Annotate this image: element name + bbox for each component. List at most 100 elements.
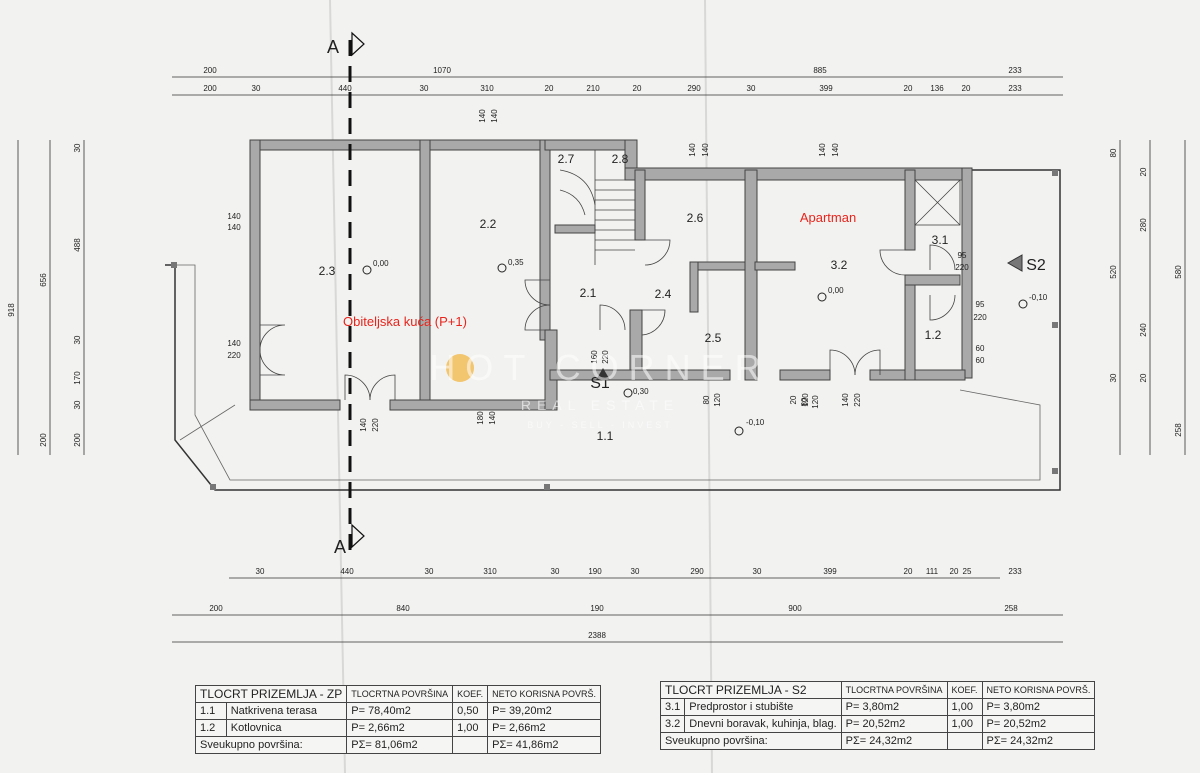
dimension-label: 520 — [1109, 265, 1118, 279]
dimension-label: 580 — [1174, 265, 1183, 279]
dimension-label: 656 — [39, 273, 48, 287]
dimension-label: 200 — [209, 604, 223, 613]
section-mark: A — [327, 37, 339, 57]
watermark-tagline: BUY - SELL - INVEST — [527, 420, 673, 430]
row-num: 3.1 — [659, 698, 686, 716]
walls — [249, 139, 973, 411]
dimension-label: 25 — [963, 567, 972, 576]
row-koef: 1,00 — [452, 719, 489, 737]
dimension-label: 30 — [753, 567, 762, 576]
row-num: 1.2 — [195, 719, 227, 737]
dimension-label: 290 — [690, 567, 704, 576]
area-table-s2: TLOCRT PRIZEMLJA - S2 TLOCRTNA POVRŠINA … — [659, 681, 1096, 750]
dimension-label: 2388 — [588, 631, 606, 640]
total-area: PΣ= 24,32m2 — [840, 732, 948, 750]
level-label: -0,10 — [1029, 293, 1048, 302]
section-arrow-top — [351, 31, 365, 57]
dimension-label: 170 — [73, 371, 82, 385]
dimension-label: 900 — [788, 604, 802, 613]
opening-dimension: 220 — [853, 393, 862, 407]
total-label: Sveukupno površina: — [660, 732, 842, 750]
section-arrow-bottom — [351, 523, 365, 549]
watermark-sun-icon — [446, 354, 474, 382]
table-row: 3.2 Dnevni boravak, kuhinja, blag. P= 20… — [659, 715, 1096, 733]
opening-dimension: 95 — [958, 251, 967, 260]
row-net: P= 20,52m2 — [981, 715, 1096, 733]
opening-dimension: 220 — [973, 313, 987, 322]
dimension-label: 20 — [633, 84, 642, 93]
dimension-label: 280 — [1139, 218, 1148, 232]
dimension-label: 310 — [483, 567, 497, 576]
dimension-label: 111 — [926, 567, 939, 576]
dimension-label: 200 — [203, 66, 217, 75]
table-title: TLOCRT PRIZEMLJA - S2 — [660, 681, 842, 699]
row-net: P= 3,80m2 — [981, 698, 1096, 716]
watermark-brand: HOT CORNER — [429, 347, 770, 388]
dimension-label: 233 — [1008, 84, 1022, 93]
doors — [259, 239, 956, 401]
level-markers — [362, 263, 1028, 436]
opening-dimension: 140 — [701, 143, 710, 157]
opening-dimension: 220 — [601, 350, 610, 364]
opening-dimension: 120 — [713, 393, 722, 407]
opening-dimension: 140 — [488, 411, 497, 425]
total-label: Sveukupno površina: — [194, 736, 348, 754]
opening-dimension: 140 — [227, 223, 241, 232]
opening-dimension: 220 — [955, 263, 969, 272]
dimension-label: 488 — [73, 238, 82, 252]
opening-dimension: 60 — [976, 356, 985, 365]
opening-dimension: 220 — [371, 418, 380, 432]
dimension-lines — [17, 76, 1186, 643]
total-area: PΣ= 81,06m2 — [346, 736, 454, 754]
col-area: TLOCRTNA POVRŠINA — [840, 681, 948, 699]
dimension-label: 30 — [1109, 373, 1118, 382]
row-area: P= 78,40m2 — [346, 702, 454, 720]
col-koef: KOEF. — [452, 685, 489, 703]
row-area: P= 20,52m2 — [840, 715, 948, 733]
dimension-label: 210 — [586, 84, 600, 93]
dimension-label: 200 — [203, 84, 217, 93]
col-net: NETO KORISNA POVRŠ. — [487, 685, 601, 703]
section-mark: S1 — [590, 375, 610, 392]
table-row: 1.1 Natkrivena terasa P= 78,40m2 0,50 P=… — [195, 702, 601, 720]
dimension-label: 20 — [545, 84, 554, 93]
row-area: P= 2,66m2 — [346, 719, 454, 737]
dimension-label: 30 — [631, 567, 640, 576]
room-label: 2.8 — [612, 152, 629, 166]
dimension-label: 20 — [962, 84, 971, 93]
opening-dimension: 120 — [811, 395, 820, 409]
opening-dimension: 95 — [976, 300, 985, 309]
room-label: 3.1 — [932, 233, 949, 247]
watermark-sub: REAL ESTATE — [521, 397, 679, 413]
room-label: 2.2 — [480, 217, 497, 231]
dimension-label: 440 — [338, 84, 352, 93]
opening-dimension: 140 — [831, 143, 840, 157]
opening-dimension: 80 — [800, 397, 809, 406]
opening-dimension: 220 — [227, 351, 241, 360]
level-label: 0,35 — [508, 258, 524, 267]
opening-dimension: 80 — [702, 395, 711, 404]
dimension-label: 399 — [819, 84, 833, 93]
section-mark: A — [334, 537, 346, 557]
dimension-label: 80 — [1109, 148, 1118, 157]
dimension-label: 20 — [904, 567, 913, 576]
table-title: TLOCRT PRIZEMLJA - ZP — [194, 685, 348, 703]
paper-fold — [329, 0, 346, 773]
col-area: TLOCRTNA POVRŠINA — [346, 685, 454, 703]
room-label: 2.1 — [580, 286, 597, 300]
dimension-label: 20 — [1139, 373, 1148, 382]
staircase — [559, 150, 961, 265]
s1-marker — [596, 368, 610, 380]
total-net: PΣ= 24,32m2 — [981, 732, 1096, 750]
dimension-label: 258 — [1174, 423, 1183, 437]
dimension-label: 399 — [823, 567, 837, 576]
dimension-label: 440 — [340, 567, 354, 576]
opening-dimension: 140 — [478, 109, 487, 123]
table-row: 1.2 Kotlovnica P= 2,66m2 1,00 P= 2,66m2 — [195, 719, 601, 737]
level-label: -0,10 — [746, 418, 765, 427]
dimension-label: 885 — [813, 66, 827, 75]
s2-marker — [1006, 254, 1023, 272]
dimension-label: 30 — [551, 567, 560, 576]
dimension-label: 30 — [73, 335, 82, 344]
